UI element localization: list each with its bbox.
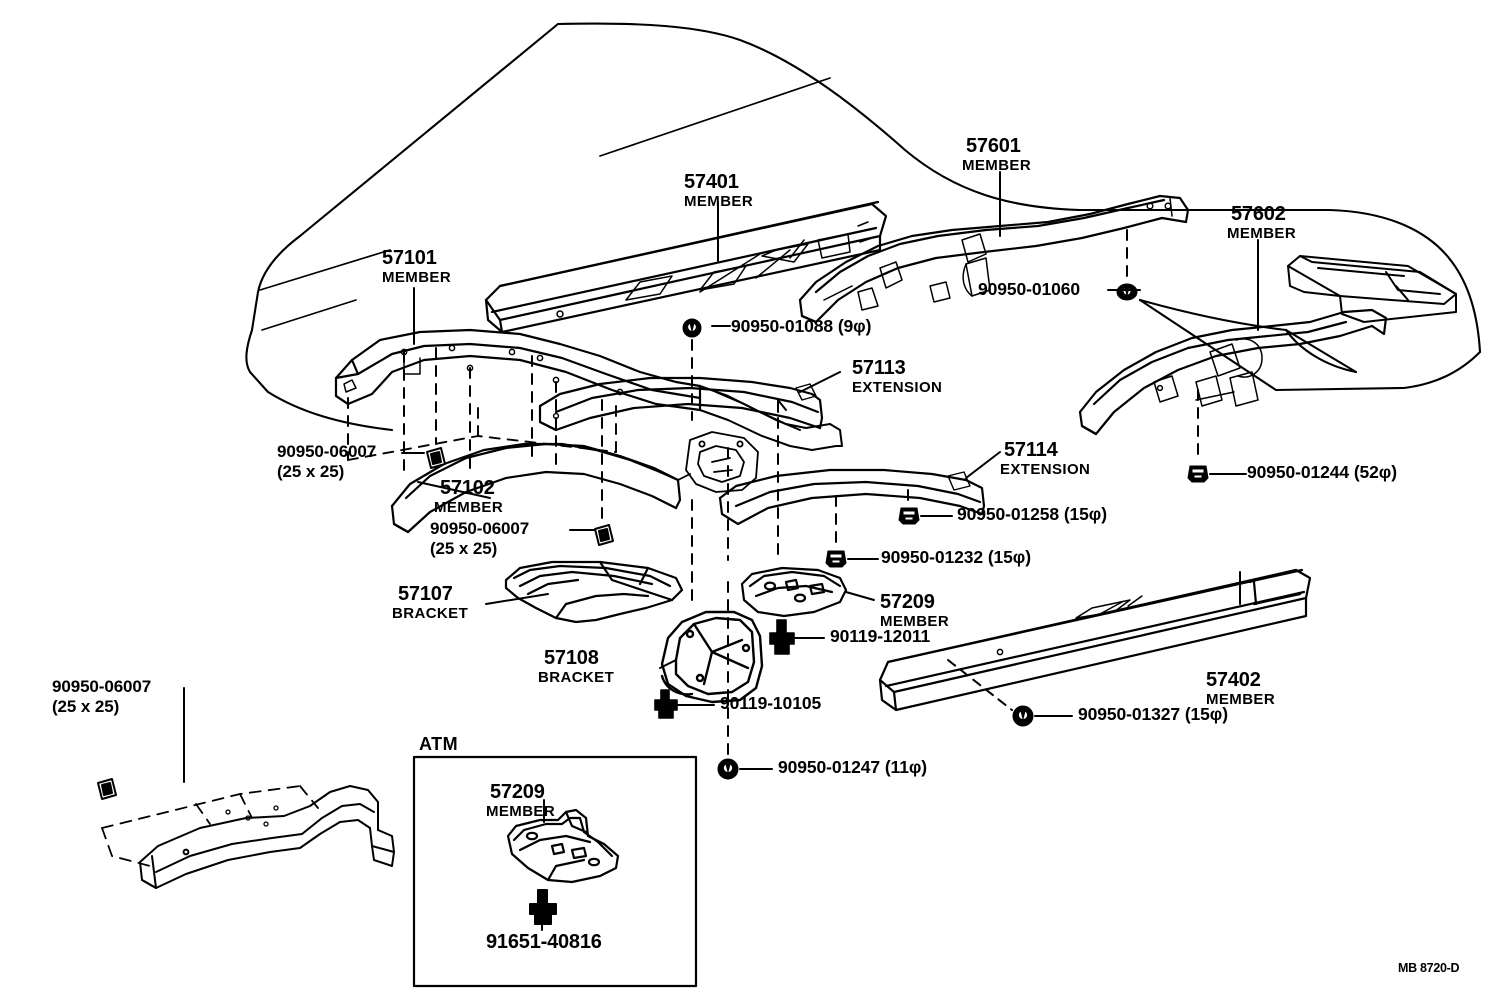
bottom-left-part-hidden-edges: [101, 785, 319, 867]
label-90950-06007-c-spec: (25 x 25): [52, 697, 120, 716]
label-90950-06007-b-number: 90950-06007: [430, 519, 530, 538]
car-body-crease-lines: [259, 77, 831, 331]
label-57101-type: MEMBER: [382, 269, 452, 286]
label-atm-57209-type: MEMBER: [486, 803, 556, 820]
part-57114-shape: [718, 468, 986, 526]
label-57108-type: BRACKET: [538, 669, 615, 686]
label-90119-12011: 90119-12011: [830, 626, 931, 646]
label-57114-type: EXTENSION: [1000, 461, 1091, 478]
label-90119-10105: 90119-10105: [720, 693, 822, 713]
label-57602-type: MEMBER: [1227, 225, 1297, 242]
label-90950-06007-a-number: 90950-06007: [277, 442, 377, 461]
part-57113-shape: [538, 376, 824, 432]
label-90950-01088: 90950-01088 (9φ): [731, 316, 872, 336]
label-57209-type: MEMBER: [880, 613, 950, 630]
label-90950-06007-b-spec: (25 x 25): [430, 539, 498, 558]
bottom-left-part-shape: [139, 785, 395, 889]
grommet-90950-01060-icon: [1116, 283, 1138, 301]
part-57401-detail: [556, 221, 873, 318]
part-57101-shape: [334, 328, 702, 412]
plug-90950-01244-icon: [1187, 465, 1209, 483]
assembly-dashed-lines-57101: [347, 399, 617, 461]
bolt-90119-12011-icon: [769, 619, 795, 655]
bottom-left-part-dot-details: [225, 805, 279, 827]
label-57402-type: MEMBER: [1206, 691, 1276, 708]
label-57102-type: MEMBER: [434, 499, 504, 516]
grommet-90950-01247-icon: [717, 758, 739, 780]
sheet-watermark: MB 8720-D: [1398, 961, 1460, 975]
label-90950-01060: 90950-01060: [978, 279, 1081, 299]
label-57107-type: BRACKET: [392, 605, 469, 622]
grommet-90950-01088-icon: [682, 318, 702, 338]
part-57114-detail: [947, 471, 971, 491]
part-57602-plate: [1287, 255, 1457, 323]
label-90950-01258: 90950-01258 (15φ): [957, 504, 1107, 524]
part-57402-shape: [878, 568, 1312, 712]
arrow-marker-57113: [777, 399, 787, 413]
label-57602-number: 57602: [1231, 203, 1286, 225]
label-57101-number: 57101: [382, 247, 437, 269]
label-57402-number: 57402: [1206, 669, 1261, 691]
clip-90950-06007-icon-b: [594, 524, 614, 546]
part-57108-shape: [660, 610, 764, 704]
label-57401-number: 57401: [684, 171, 739, 193]
part-57101-detail: [343, 344, 624, 396]
part-57101-arm: [699, 385, 843, 451]
label-57113-type: EXTENSION: [852, 379, 943, 396]
label-atm-inset-title: ATM: [419, 734, 459, 754]
label-57209-number: 57209: [880, 591, 935, 613]
atm-inset-box: [412, 755, 698, 988]
label-57108-number: 57108: [544, 647, 599, 669]
part-57602-shape: [1078, 308, 1388, 436]
plug-90950-01258-icon: [898, 507, 920, 525]
bolt-90119-10105-icon: [654, 689, 678, 719]
part-57402-detail: [996, 595, 1143, 656]
label-57102-number: 57102: [440, 477, 495, 499]
plug-90950-01232-icon: [825, 550, 847, 568]
label-57113-number: 57113: [852, 357, 906, 379]
label-57107-number: 57107: [398, 583, 453, 605]
label-atm-57209-number: 57209: [490, 781, 545, 803]
label-57601-type: MEMBER: [962, 157, 1032, 174]
part-57107-shape: [504, 560, 684, 624]
label-57114-number: 57114: [1004, 439, 1058, 461]
label-90950-06007-a-spec: (25 x 25): [277, 462, 345, 481]
atm-inset-part-57209: [506, 808, 620, 884]
part-57209-shape: [740, 566, 848, 618]
label-90950-06007-c-number: 90950-06007: [52, 677, 152, 696]
leader-lines: [183, 171, 1259, 931]
part-57102-bracket-detail: [677, 431, 759, 493]
label-90950-01327: 90950-01327 (15φ): [1078, 704, 1228, 724]
label-57401-type: MEMBER: [684, 193, 754, 210]
part-57601-shape: [798, 194, 1190, 324]
label-57601-number: 57601: [966, 135, 1021, 157]
label-91651-40816: 91651-40816: [486, 931, 602, 953]
assembly-dashed-line-57402: [947, 659, 1013, 711]
label-90950-01232: 90950-01232 (15φ): [881, 547, 1031, 567]
assembly-dashed-lines: [347, 229, 1199, 761]
label-90950-01247: 90950-01247 (11φ): [778, 757, 927, 777]
clip-90950-06007-icon-c: [97, 778, 117, 800]
label-90950-01244: 90950-01244 (52φ): [1247, 462, 1397, 482]
part-57601-detail: [823, 197, 1173, 311]
clip-90950-06007-icon-a: [426, 447, 446, 469]
grommet-90950-01327-icon: [1012, 705, 1034, 727]
part-57602-detail: [1153, 338, 1263, 407]
